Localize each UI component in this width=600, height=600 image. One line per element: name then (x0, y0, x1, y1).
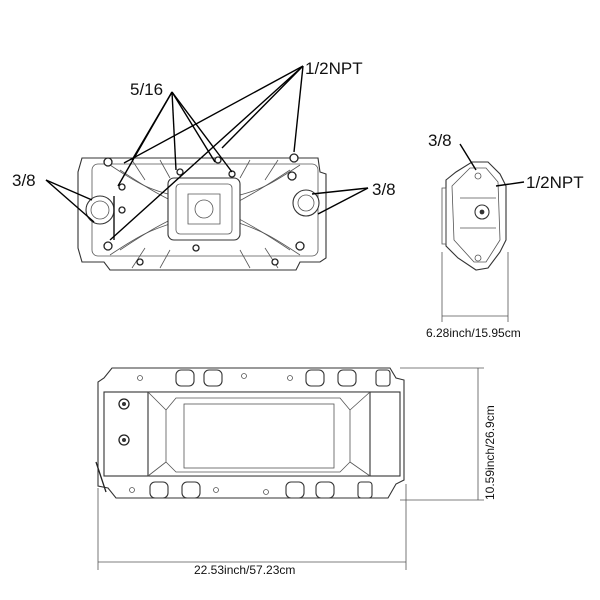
plan-length-dimension: 22.53inch/57.23cm (194, 563, 295, 577)
side-view (441, 143, 525, 322)
left-38-label: 3/8 (12, 171, 36, 190)
side-38-label: 3/8 (428, 131, 452, 150)
side-height-dimension: 6.28inch/15.95cm (426, 326, 521, 340)
npt-top-leaders (109, 65, 304, 241)
right-38-label: 3/8 (372, 180, 396, 199)
side-npt-label: 1/2NPT (526, 173, 584, 192)
sixteenth-label: 5/16 (130, 80, 163, 99)
plan-view (95, 367, 484, 570)
plan-width-dimension: 10.59inch/26.9cm (483, 405, 497, 500)
right-38-leaders (311, 187, 369, 215)
top-view (45, 65, 369, 271)
sixteenth-leaders (117, 91, 233, 187)
npt-top-label: 1/2NPT (305, 59, 363, 78)
left-38-leaders (45, 179, 95, 223)
